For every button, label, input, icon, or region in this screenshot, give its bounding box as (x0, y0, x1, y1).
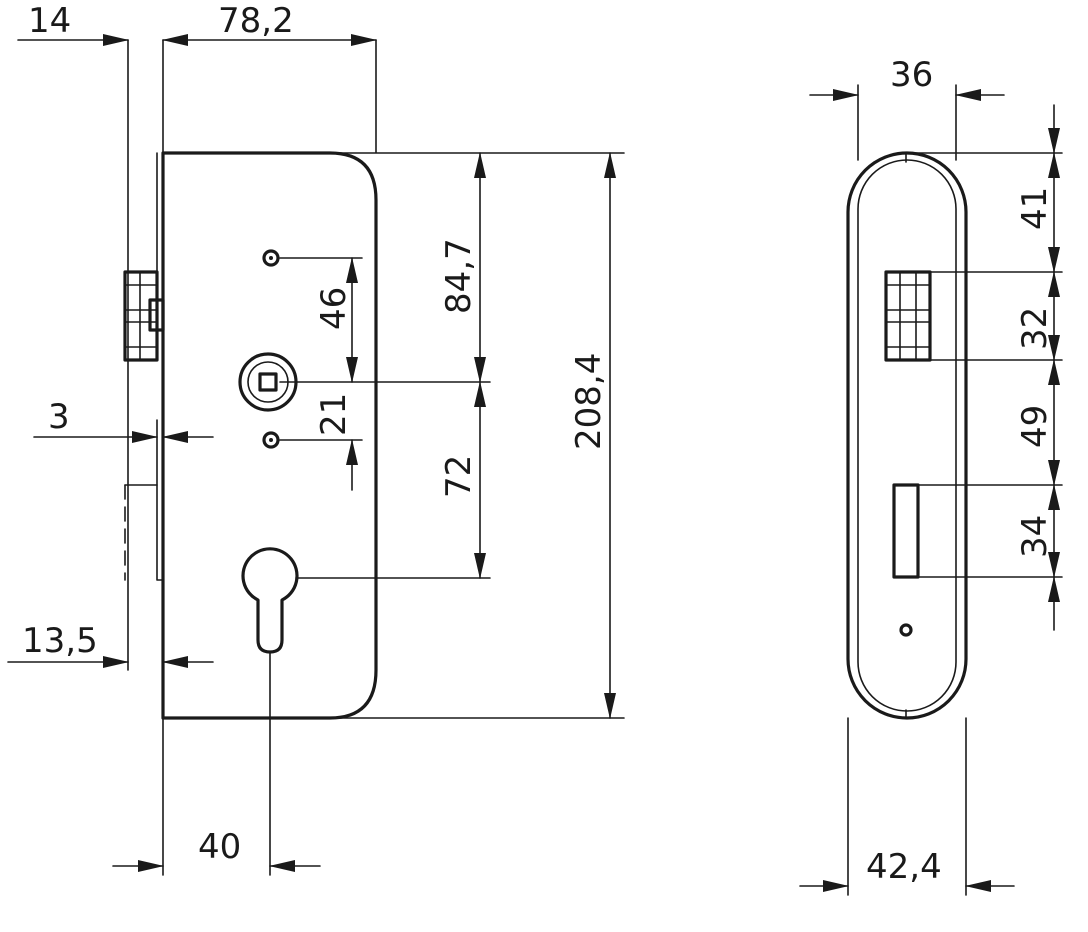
dim-14: 14 (28, 1, 71, 41)
dim-49: 49 (1015, 405, 1055, 448)
lock-case-outline (161, 151, 378, 720)
screw-hole-lower-center (269, 438, 273, 442)
dim-3: 3 (48, 397, 70, 437)
side-view: 36 42,4 41 32 49 34 (799, 55, 1063, 896)
ext-lines-side (847, 84, 1063, 896)
side-dead-bolt (892, 483, 920, 579)
dim-72: 72 (439, 455, 479, 498)
dim-36: 36 (890, 55, 933, 95)
cylinder-profile (241, 547, 299, 654)
dim-41: 41 (1015, 187, 1055, 230)
dim-42-4: 42,4 (866, 847, 942, 887)
latch-bolt (123, 270, 165, 362)
screw-hole-upper-center (269, 256, 273, 260)
dim-46: 46 (314, 287, 354, 330)
dim-208-4: 208,4 (569, 353, 609, 450)
forend-plate (127, 39, 164, 361)
spindle-square (258, 372, 278, 392)
dim-40: 40 (198, 827, 241, 867)
dim-21: 21 (314, 393, 354, 436)
dim-32: 32 (1015, 307, 1055, 350)
front-view: 14 78,2 3 13,5 40 46 21 84,7 72 208,4 (7, 1, 625, 876)
dim-13-5: 13,5 (22, 621, 98, 661)
dim-84-7: 84,7 (439, 238, 479, 314)
forend-outline-inner (857, 159, 957, 712)
dim-34: 34 (1015, 515, 1055, 558)
screw-hole-upper (262, 249, 280, 267)
screw-hole-lower (262, 431, 280, 449)
dim-78-2: 78,2 (218, 1, 294, 41)
side-latch (884, 270, 932, 362)
side-screw (899, 623, 913, 637)
